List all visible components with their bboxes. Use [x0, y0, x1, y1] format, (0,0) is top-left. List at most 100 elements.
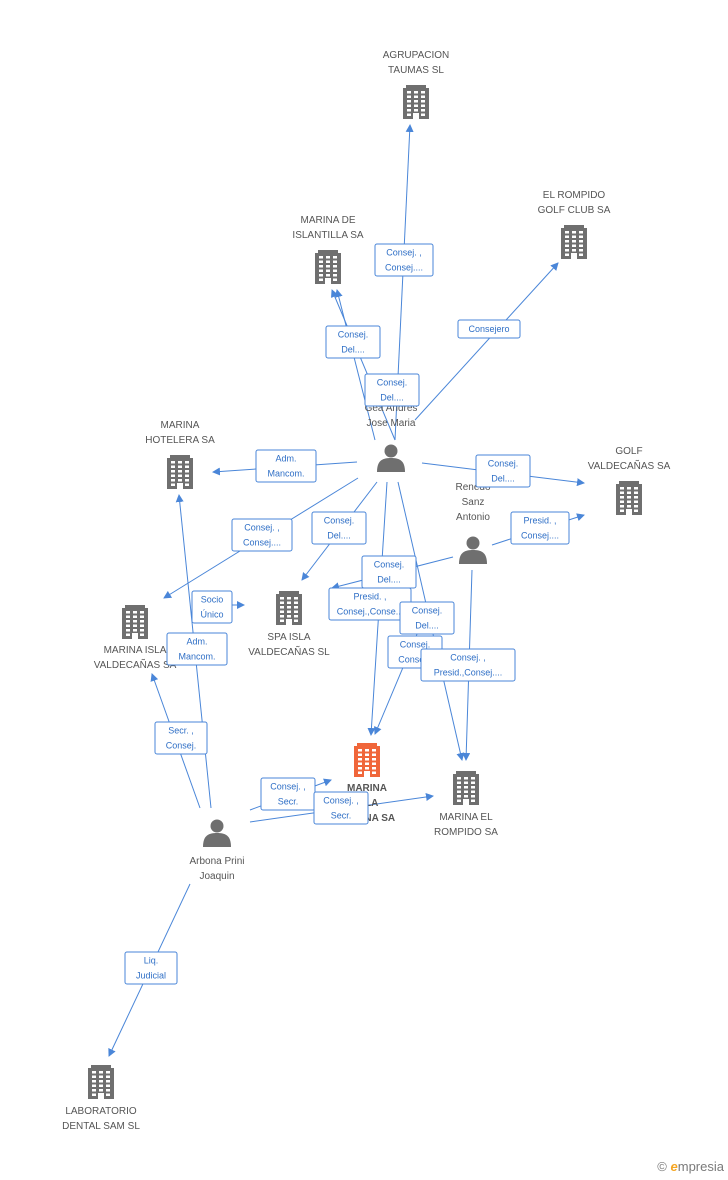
edge-label[interactable]: Consej.Del....	[325, 325, 381, 359]
edge-label-box	[325, 325, 381, 359]
company-node-spa[interactable]: SPA ISLA VALDECAÑAS SL	[248, 591, 330, 658]
edge-label-box	[399, 601, 455, 635]
node-label: MARINA DE	[300, 215, 355, 226]
edge-label-text: Consej. ,	[386, 248, 422, 258]
edge-label-box	[364, 373, 420, 407]
edge-label[interactable]: Liq. Judicial	[124, 951, 178, 985]
edge-label-text: Presid. ,	[353, 592, 386, 602]
edge-label-text: Consej....	[243, 538, 281, 548]
edge-label-text: Adm.	[186, 637, 207, 647]
node-label: VALDECAÑAS SL	[248, 645, 330, 658]
company-node-laboratorio[interactable]: LABORATORIO DENTAL SAM SL	[62, 1065, 140, 1132]
edge-label[interactable]: Consej. , Consej....	[231, 518, 293, 552]
edge-label[interactable]: Consej.Del....	[364, 373, 420, 407]
edge-label-box	[124, 951, 178, 985]
person-icon	[459, 536, 487, 564]
edge-label[interactable]: Adm.Mancom.	[255, 449, 317, 483]
building-icon	[403, 85, 429, 119]
building-icon	[354, 743, 380, 777]
edge-label[interactable]: Consej. , Presid.,Consej....	[420, 648, 516, 682]
edge-line	[414, 262, 559, 421]
brand-logo-e: e	[670, 1159, 678, 1174]
edge-label[interactable]: Presid. ,Consej.,Conse...	[328, 587, 412, 621]
node-label: AGRUPACION	[383, 50, 450, 61]
node-label: EL ROMPIDO	[543, 190, 606, 201]
node-label: TAUMAS SL	[388, 65, 444, 76]
edge-label-text: Del....	[377, 575, 401, 585]
node-label: ROMPIDO SA	[434, 827, 498, 838]
edge-label-box	[154, 721, 208, 755]
edge-label-text: Adm.	[275, 454, 296, 464]
person-icon	[377, 444, 405, 472]
edge-label-text: Del....	[327, 531, 351, 541]
person-icon	[203, 819, 231, 847]
edge-label-text: Presid.,Consej....	[434, 668, 503, 678]
edge-label[interactable]: Presid. ,Consej....	[510, 511, 570, 545]
building-icon	[315, 250, 341, 284]
edge-label-text: Consej....	[521, 531, 559, 541]
node-label: Sanz	[462, 497, 485, 508]
edge-label[interactable]: Consej. Del....	[399, 601, 455, 635]
edge-label-text: Consej.	[374, 560, 405, 570]
building-icon	[453, 771, 479, 805]
edge-label[interactable]: Consej. ,Consej....	[374, 243, 434, 277]
edge-label-text: Mancom.	[178, 652, 215, 662]
edge-label[interactable]: Consejero	[457, 319, 521, 339]
edge-line	[331, 289, 396, 441]
node-label: Renedo	[455, 482, 490, 493]
edge-label-text: Consej.	[488, 459, 519, 469]
edge-label-text: Del....	[380, 393, 404, 403]
edge-label-box	[510, 511, 570, 545]
node-label: VALDECAÑAS SA	[588, 459, 671, 472]
company-node-agrupacion[interactable]: AGRUPACION TAUMAS SL	[383, 50, 450, 119]
edge-label[interactable]: Consej. , Secr.	[313, 791, 369, 825]
edge-label-text: Consej.	[400, 640, 431, 650]
edge-label-text: Judicial	[136, 971, 166, 981]
node-label: MARINA EL	[439, 812, 493, 823]
node-label: HOTELERA SA	[145, 435, 215, 446]
edge-label[interactable]: Adm. Mancom.	[166, 632, 228, 666]
edge-label[interactable]: Consej.Del....	[311, 511, 367, 545]
edge-label-box	[311, 511, 367, 545]
building-icon	[88, 1065, 114, 1099]
edge-label-text: Consej.	[412, 606, 443, 616]
company-node-rompido_golf[interactable]: EL ROMPIDO GOLF CLUB SA	[538, 190, 611, 259]
edge-label-text: Consej. ,	[450, 653, 486, 663]
node-label: MARINA	[347, 783, 387, 794]
node-label: SPA ISLA	[267, 632, 311, 643]
edge-label-text: Liq.	[144, 956, 159, 966]
edge-line	[334, 289, 376, 441]
edge-label-text: Del....	[415, 621, 439, 631]
nodes-layer: AGRUPACION TAUMAS SL EL ROMPIDO GOLF CLUB S…	[62, 50, 671, 1132]
edge-label-text: Secr. ,	[168, 726, 194, 736]
edge-label-text: Consej. ,	[244, 523, 280, 533]
edge-label-box	[166, 632, 228, 666]
edge-label[interactable]: Consej. Del....	[361, 555, 417, 589]
edge-label[interactable]: Secr. ,Consej.	[154, 721, 208, 755]
node-label: GOLF CLUB SA	[538, 205, 611, 216]
node-label: Gea Andres	[365, 403, 418, 414]
edge-label-text: Único	[200, 610, 223, 620]
edge-label-text: Conse...	[398, 655, 432, 665]
edge-label-text: Consej. ,	[270, 782, 306, 792]
node-label: VALDECAÑAS SA	[94, 658, 177, 671]
node-label: DENTAL SAM SL	[62, 1121, 140, 1132]
edge-label[interactable]: Consej. ,Secr.	[260, 777, 316, 811]
edge-label[interactable]: Consej.Del....	[475, 454, 531, 488]
company-node-rompido[interactable]: MARINA EL ROMPIDO SA	[434, 771, 498, 838]
edge-label-box	[475, 454, 531, 488]
edge-label-text: Secr.	[331, 811, 352, 821]
edge-label-text: Consej. ,	[323, 796, 359, 806]
node-label: LABORATORIO	[65, 1106, 137, 1117]
building-icon	[167, 455, 193, 489]
